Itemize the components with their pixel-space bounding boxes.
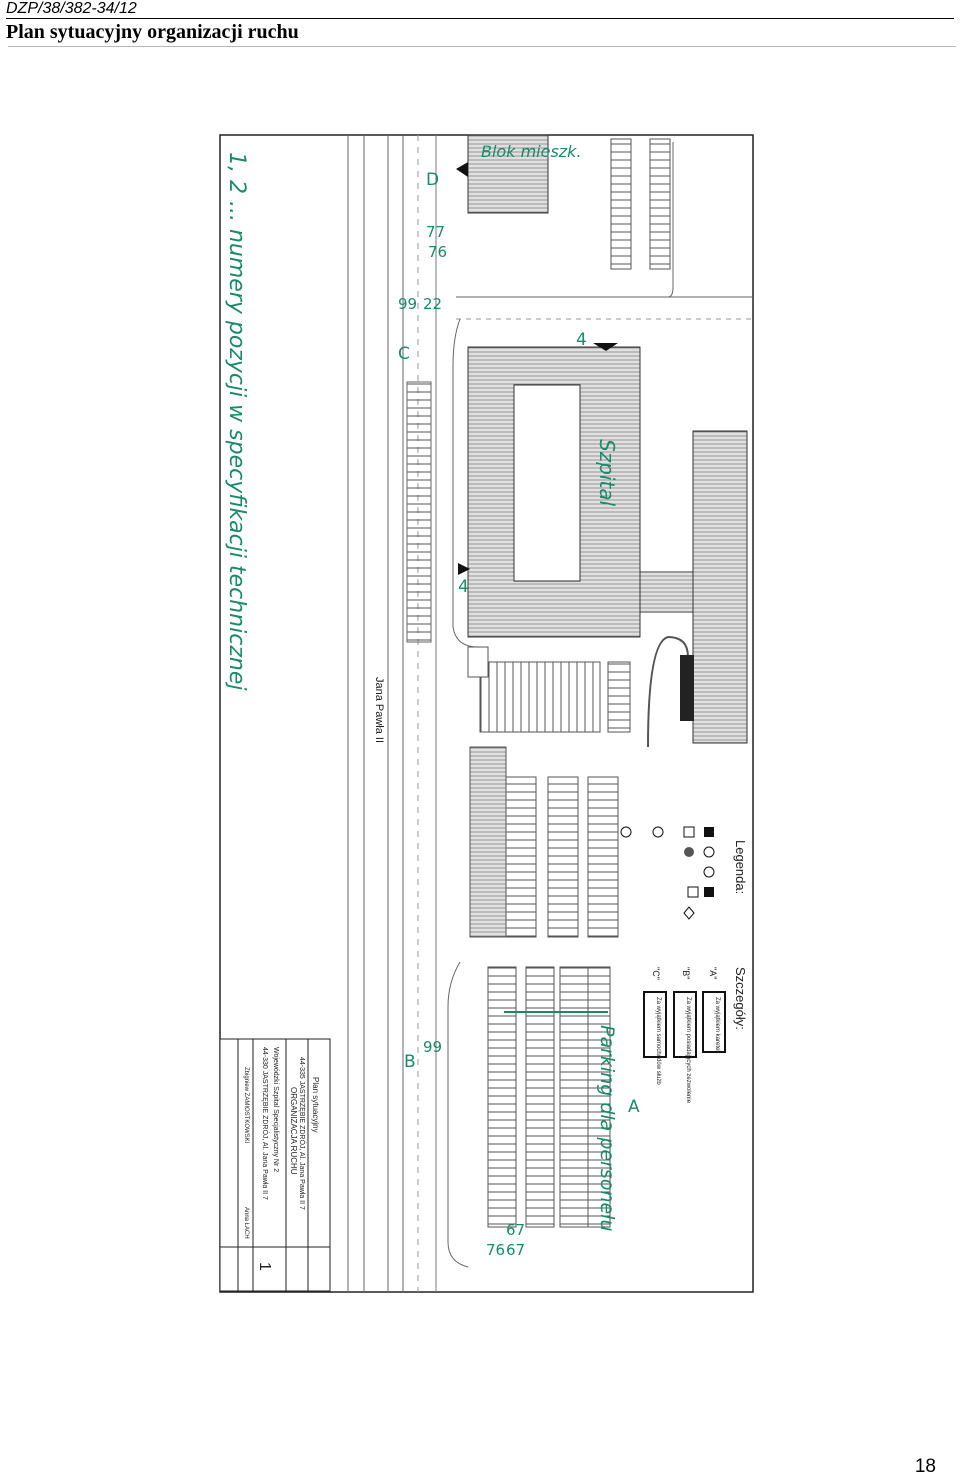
svg-text:Plan sytuacyjny: Plan sytuacyjny [311,1077,320,1133]
svg-text:D: D [426,170,439,190]
svg-text:A: A [628,1097,640,1117]
hospital-building [467,346,748,744]
svg-text:99: 99 [398,295,417,313]
svg-text:Za wyjątkiem posiadających zez: Za wyjątkiem posiadających zezwolenie [685,997,691,1104]
svg-text:99: 99 [423,1038,442,1056]
svg-text:Zbigniew ZAMIOSTKOWSKI: Zbigniew ZAMIOSTKOWSKI [243,1067,249,1144]
document-code: DZP/38/382-34/12 [6,0,137,17]
block-label: Blok mieszk. [481,142,582,161]
svg-text:ORGANIZACJA RUCHU: ORGANIZACJA RUCHU [289,1087,298,1175]
page-number: 18 [914,1456,936,1477]
svg-text:67: 67 [506,1221,525,1239]
svg-text:"B": "B" [681,967,691,979]
header-rule [6,18,954,19]
svg-text:4: 4 [458,577,469,597]
handwritten-note: 1, 2 ... numery pozycji w specyfikacji t… [224,152,249,691]
svg-text:Wojewódzki Szpital Specjalisty: Wojewódzki Szpital Specjalistyczny Nr 2 [272,1047,279,1172]
svg-text:Za wyjątkiem samochodów służb: Za wyjątkiem samochodów służb [655,997,661,1085]
scanned-site-plan: Jana Pawła II Blok mieszk. Szpital 1, 2 [8,46,956,1347]
legend: Legenda: [620,826,748,920]
residential-block [467,134,549,214]
svg-text:1: 1 [256,1262,273,1271]
svg-text:67: 67 [506,1241,525,1259]
parking-note: Parking dla personelu [596,1025,618,1232]
svg-text:B: B [404,1052,416,1072]
handwritten-marks: D C B A 4 4 77 76 99 22 99 67 76 67 [398,170,640,1259]
svg-text:"C": "C" [651,967,661,980]
street-name-label: Jana Pawła II [373,677,385,743]
svg-text:Anna ŁACH: Anna ŁACH [243,1207,249,1239]
hospital-label: Szpital [595,439,619,507]
svg-text:C: C [398,344,410,364]
svg-text:77: 77 [426,223,445,241]
svg-text:44-330 JASTRZĘBIE ZDRÓJ, Al. J: 44-330 JASTRZĘBIE ZDRÓJ, Al. Jana Pawła … [261,1047,270,1200]
svg-text:Za wyjątkiem karetek: Za wyjątkiem karetek [714,997,720,1054]
document-title: Plan sytuacyjny organizacji ruchu [6,21,299,43]
details: Szczegóły: "A" "B" "C" Za wyjątkiem kare… [643,967,748,1104]
staff-parking [487,966,611,1228]
svg-text:76: 76 [486,1241,505,1259]
svg-text:22: 22 [423,295,442,313]
svg-text:76: 76 [428,243,447,261]
svg-text:"A": "A" [708,967,718,979]
svg-text:Legenda:: Legenda: [733,840,748,894]
svg-text:44-335 JASTRZĘBIE ZDRÓJ, Al. J: 44-335 JASTRZĘBIE ZDRÓJ, Al. Jana Pawła … [298,1057,307,1210]
svg-text:Szczegóły:: Szczegóły: [733,967,748,1030]
svg-text:4: 4 [576,330,587,350]
title-block: Plan sytuacyjny 44-335 JASTRZĘBIE ZDRÓJ,… [219,1038,331,1292]
